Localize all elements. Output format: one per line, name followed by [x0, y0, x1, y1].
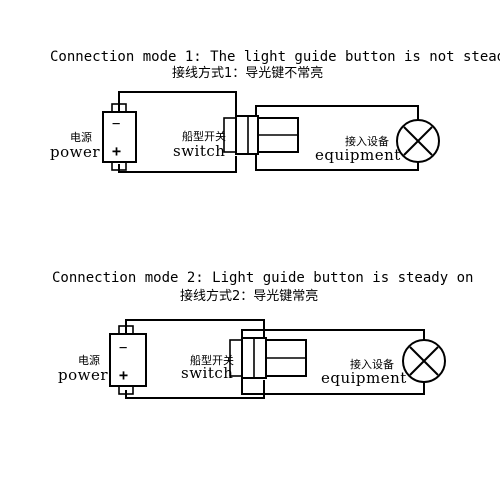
mode1-rocker-switch [223, 115, 299, 155]
mode1-battery-plus: + [112, 142, 121, 160]
mode1-equipment-label-en: equipment [315, 146, 401, 164]
mode2-equipment-label-en: equipment [321, 369, 407, 387]
mode1-switch-label-cn: 船型开关 [182, 129, 226, 143]
mode2-rocker-switch [229, 337, 307, 379]
mode1-battery-label-cn: 电源 [70, 130, 92, 144]
mode2-title-en: Connection mode 2: Light guide button is… [52, 270, 473, 286]
mode1-title-en: Connection mode 1: The light guide butto… [50, 49, 500, 65]
mode2-battery: − + [109, 325, 147, 395]
mode1-title-cn: 接线方式1：导光键不常亮 [172, 65, 323, 81]
mode2-equipment-label-cn: 接入设备 [350, 357, 394, 371]
mode1-battery-label-en: power [50, 143, 100, 161]
mode2-title-cn: 接线方式2：导光键常亮 [180, 288, 318, 304]
mode2-equipment-lamp [402, 339, 446, 383]
mode1-battery-minus: − [112, 116, 120, 132]
mode1-battery: − + [102, 103, 137, 171]
mode1-diagram: Connection mode 1: The light guide butto… [50, 49, 500, 173]
mode2-switch-label-cn: 船型开关 [190, 353, 234, 367]
mode1-equipment-label-cn: 接入设备 [345, 134, 389, 148]
mode2-diagram: Connection mode 2: Light guide button is… [52, 270, 473, 399]
mode2-switch-label-en: switch [181, 364, 233, 382]
mode1-equipment-lamp [396, 119, 440, 163]
mode2-battery-minus: − [119, 340, 127, 356]
mode2-battery-plus: + [119, 366, 128, 384]
mode1-switch-label-en: switch [173, 142, 225, 160]
mode2-battery-label-cn: 电源 [78, 353, 100, 367]
mode2-battery-label-en: power [58, 366, 108, 384]
